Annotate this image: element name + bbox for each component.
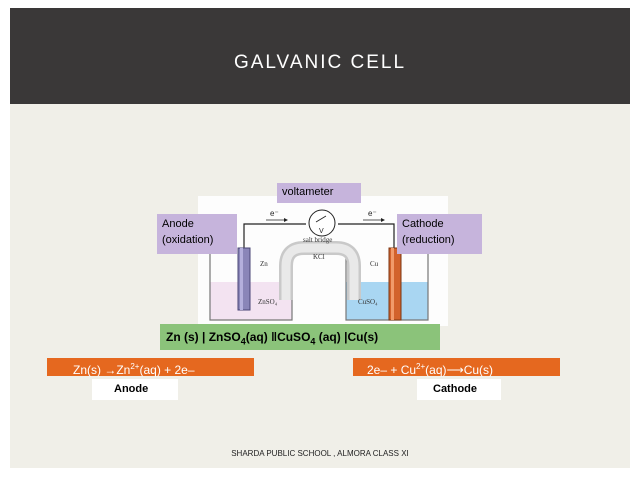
galvanic-cell-svg: e⁻ e⁻ V salt bridge KCl Zn Cu <box>209 209 429 321</box>
cu-label: Cu <box>370 260 379 268</box>
anode-reaction: Zn(s) →Zn2+(aq) + 2e– <box>47 358 254 377</box>
notation-salt-bridge: ‖ <box>271 330 278 344</box>
cathode-label: Cathode <box>417 379 501 400</box>
right-beaker <box>345 248 429 321</box>
right-wire <box>338 223 395 256</box>
notation-anode: Zn (s) <box>166 330 199 344</box>
left-wire <box>243 223 306 256</box>
cathode-callout: Cathode (reduction) <box>397 214 482 254</box>
electron-label-left: e⁻ <box>270 209 279 218</box>
slide-title: GALVANIC CELL <box>233 52 407 73</box>
slide: GALVANIC CELL e⁻ e⁻ V salt b <box>10 8 630 468</box>
slide-footer: SHARDA PUBLIC SCHOOL , ALMORA CLASS XI <box>231 449 409 458</box>
zinc-electrode <box>237 247 251 311</box>
notation-cathode-solution: CuSO4 (aq) <box>277 330 341 347</box>
anode-callout-subtitle: (oxidation) <box>162 234 214 246</box>
salt-bridge-inner <box>281 243 359 300</box>
znso4-label: ZnSO₄ <box>258 298 278 306</box>
anode-label: Anode <box>92 379 178 400</box>
electron-arrowhead-right <box>381 218 385 222</box>
cathode-callout-title: Cathode <box>402 218 444 230</box>
electron-label-right: e⁻ <box>368 209 377 218</box>
cathode-callout-subtitle: (reduction) <box>402 234 455 246</box>
zn-label: Zn <box>260 260 268 268</box>
salt-bridge-label: salt bridge <box>303 236 332 244</box>
electron-arrowhead-left <box>284 218 288 222</box>
cuso4-label: CuSO₄ <box>358 298 378 306</box>
voltmeter-icon <box>308 209 336 237</box>
notation-separator-3: | <box>344 330 348 344</box>
copper-electrode <box>388 247 402 321</box>
notation-cathode: Cu(s) <box>347 330 379 344</box>
voltmeter-symbol: V <box>319 228 324 235</box>
voltameter-callout: voltameter <box>277 183 361 203</box>
cathode-reaction: 2e– + Cu2+(aq)⟶Cu(s) <box>353 358 560 377</box>
notation-separator-1: | <box>202 330 206 344</box>
voltameter-label: voltameter <box>282 186 334 198</box>
voltmeter-needle <box>315 215 327 223</box>
cell-notation: Zn (s) | ZnSO4(aq) ‖CuSO4 (aq) |Cu(s) <box>160 324 440 350</box>
copper-electrode-highlight <box>391 248 394 320</box>
anode-callout: Anode (oxidation) <box>157 214 237 254</box>
title-bar: GALVANIC CELL <box>10 8 630 104</box>
anode-callout-title: Anode <box>162 218 194 230</box>
zinc-electrode-highlight <box>240 248 243 310</box>
notation-anode-solution: ZnSO4(aq) <box>208 330 268 347</box>
znso4-solution <box>210 282 292 320</box>
kcl-label: KCl <box>313 253 325 261</box>
